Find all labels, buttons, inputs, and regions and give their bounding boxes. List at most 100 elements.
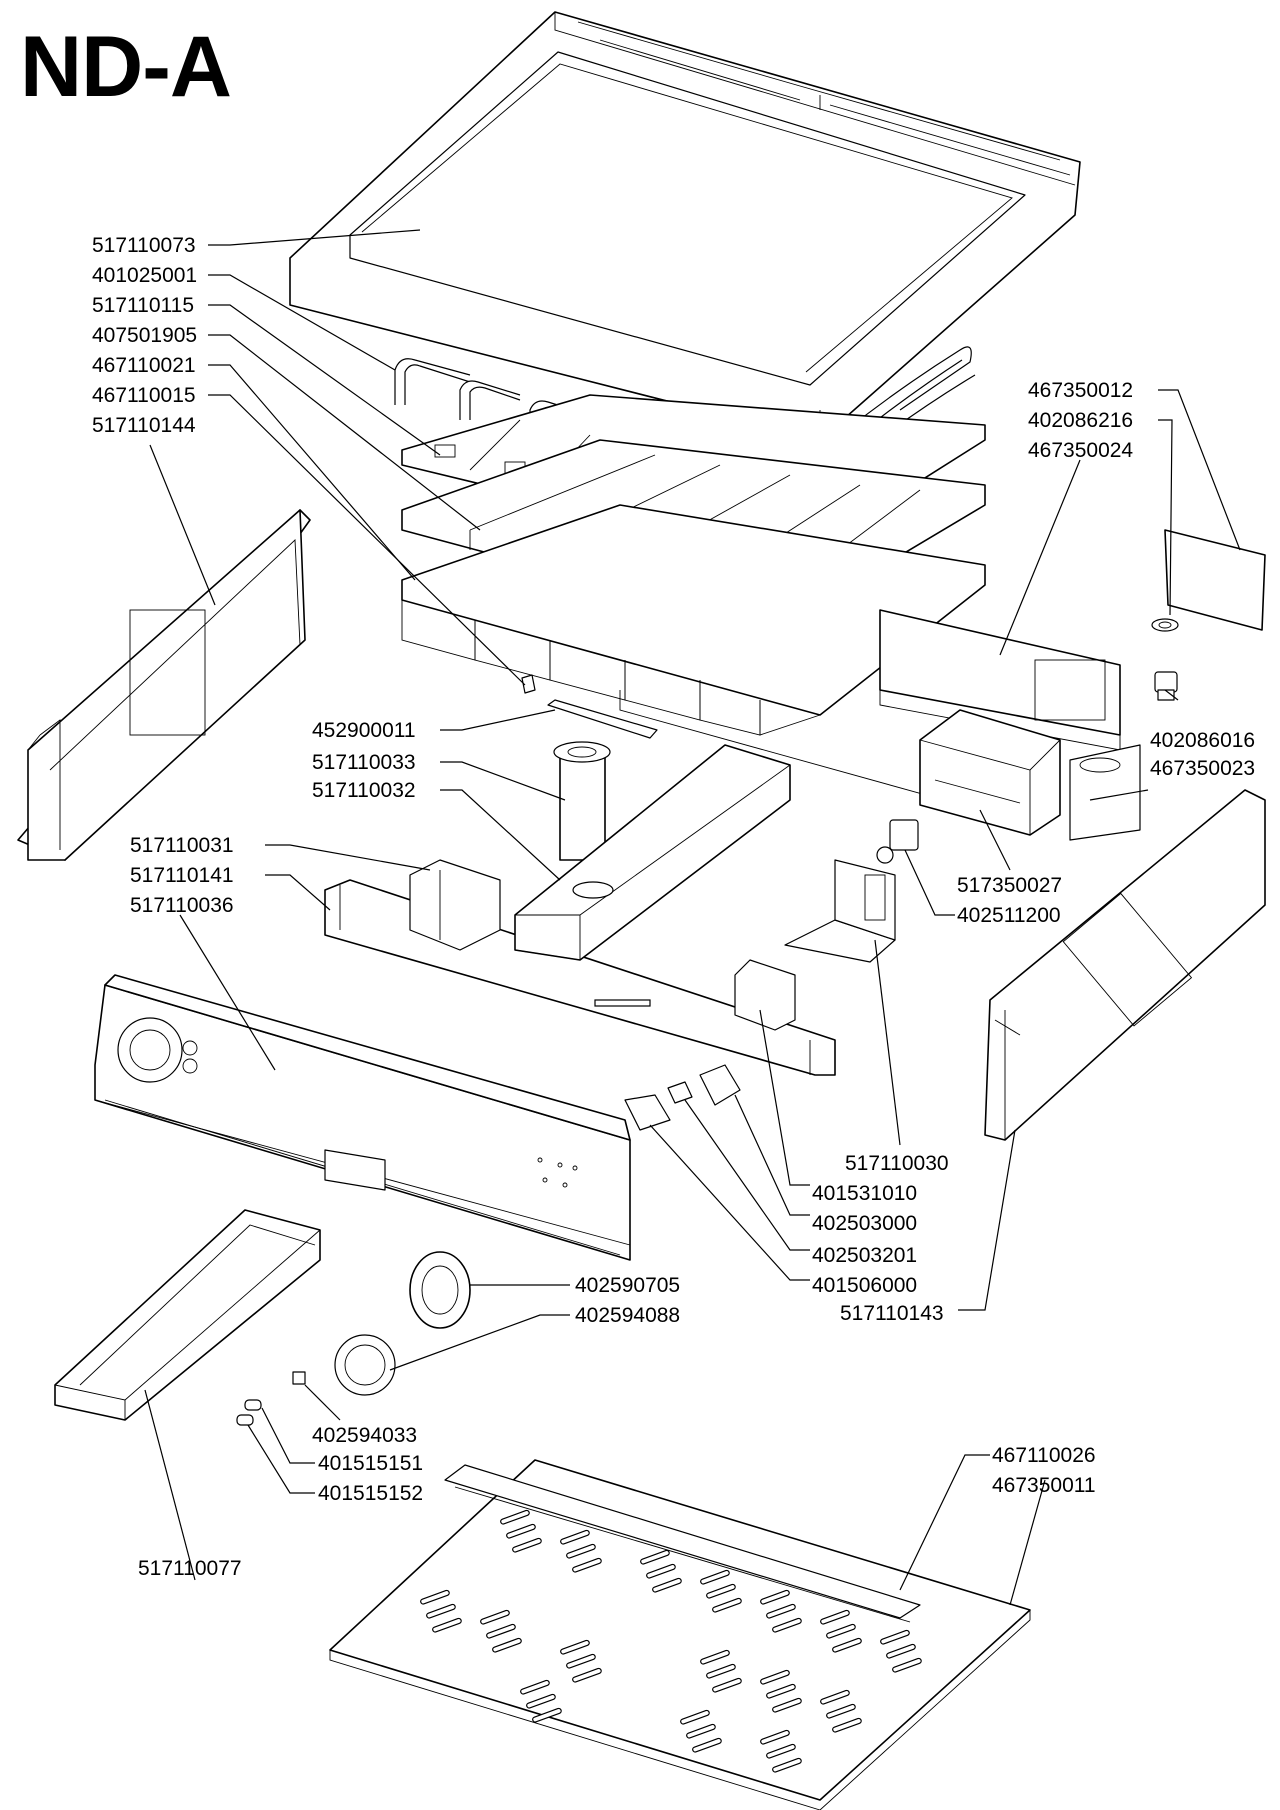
- vent-slot: [826, 1623, 856, 1639]
- vent-slot: [532, 1707, 562, 1723]
- label-401025001: 401025001: [92, 264, 197, 287]
- label-452900011: 452900011: [312, 719, 416, 742]
- vent-slot: [712, 1677, 742, 1693]
- label-517110036: 517110036: [130, 894, 234, 917]
- vent-slot: [560, 1639, 590, 1655]
- vent-slot: [560, 1529, 590, 1545]
- vent-slot: [706, 1663, 736, 1679]
- clip-467110015: [521, 674, 536, 694]
- vent-slot: [766, 1603, 796, 1619]
- terminal-box: [1069, 744, 1141, 841]
- label-401531010: 401531010: [812, 1182, 917, 1205]
- cover-plate: [1164, 529, 1266, 631]
- vent-slot: [492, 1637, 522, 1653]
- side-panel-right: [984, 789, 1266, 1141]
- vent-slot: [486, 1623, 516, 1639]
- vent-slot: [500, 1509, 530, 1525]
- label-517110030: 517110030: [845, 1152, 949, 1175]
- label-467350012: 467350012: [1028, 379, 1133, 402]
- vent-slot: [772, 1757, 802, 1773]
- junction-box: [919, 709, 1061, 836]
- label-467110021: 467110021: [92, 354, 196, 377]
- contactor-top: [409, 859, 501, 951]
- vent-slot: [766, 1683, 796, 1699]
- vent-slot: [572, 1557, 602, 1573]
- contactor-right: [734, 959, 796, 1031]
- vent-slot: [766, 1743, 796, 1759]
- vent-slot: [760, 1589, 790, 1605]
- label-517110115: 517110115: [92, 294, 194, 317]
- switch-401531010: [699, 1064, 741, 1106]
- side-panel-left: [17, 509, 311, 861]
- top-plate: [289, 11, 1081, 441]
- label-517110073: 517110073: [92, 234, 196, 257]
- drip-drawer: [54, 1209, 321, 1421]
- nut: [292, 1371, 306, 1385]
- leader-lines: [144, 229, 1241, 1606]
- element-pan: [401, 504, 986, 811]
- vent-slot: [432, 1617, 462, 1633]
- contactor-bracket: [784, 859, 896, 963]
- back-panel: [879, 609, 1121, 751]
- front-control-panel: [94, 974, 631, 1261]
- label-517110031: 517110031: [130, 834, 234, 857]
- label-402086016: 402086016: [1150, 729, 1255, 752]
- vent-slot: [820, 1609, 850, 1625]
- control-knob: [409, 1251, 471, 1329]
- switch-402503000: [667, 1081, 693, 1104]
- vent-slot: [506, 1523, 536, 1539]
- front-rail: [444, 1464, 921, 1623]
- label-401515152: 401515152: [318, 1482, 423, 1505]
- vent-slot: [426, 1603, 456, 1619]
- thermostat-switch: [876, 819, 919, 864]
- knob-ring: [334, 1334, 396, 1396]
- vent-slot: [700, 1569, 730, 1585]
- vent-slot: [420, 1589, 450, 1605]
- vent-slot: [692, 1737, 722, 1753]
- label-517110032: 517110032: [312, 779, 416, 802]
- vent-slot: [566, 1653, 596, 1669]
- label-467110015: 467110015: [92, 384, 196, 407]
- vent-slot: [680, 1709, 710, 1725]
- part-labels: 517110073 401025001 517110115 407501905 …: [92, 234, 1255, 1580]
- vent-slot: [646, 1563, 676, 1579]
- vent-slot: [526, 1693, 556, 1709]
- label-467350011: 467350011: [992, 1474, 1096, 1497]
- bottom-plate: [329, 1459, 1031, 1810]
- label-402503201: 402503201: [812, 1244, 917, 1267]
- label-402086216: 402086216: [1028, 409, 1133, 432]
- vent-slot: [652, 1577, 682, 1593]
- cable-gland: [1154, 671, 1178, 701]
- vent-slot: [760, 1669, 790, 1685]
- vent-slot: [832, 1637, 862, 1653]
- label-467110026: 467110026: [992, 1444, 1096, 1467]
- vent-slot: [712, 1597, 742, 1613]
- vent-slot: [820, 1689, 850, 1705]
- diagram-title: ND-A: [20, 19, 232, 115]
- vent-slot: [700, 1649, 730, 1665]
- label-402594033: 402594033: [312, 1424, 417, 1447]
- washer: [1151, 618, 1179, 632]
- label-401506000: 401506000: [812, 1274, 917, 1297]
- label-401515151: 401515151: [318, 1452, 423, 1475]
- chimney-tube: [553, 741, 611, 861]
- label-517110144: 517110144: [92, 414, 196, 437]
- label-517110077: 517110077: [138, 1557, 242, 1580]
- indicator-lamps: [236, 1399, 262, 1426]
- label-402511200: 402511200: [957, 904, 1061, 927]
- label-517110033: 517110033: [312, 751, 416, 774]
- vent-slot: [886, 1643, 916, 1659]
- vent-slot: [880, 1629, 910, 1645]
- label-517350027: 517350027: [957, 874, 1062, 897]
- vent-slot: [826, 1703, 856, 1719]
- label-407501905: 407501905: [92, 324, 197, 347]
- vent-slot: [520, 1679, 550, 1695]
- vent-slot: [480, 1609, 510, 1625]
- switch-401506000: [624, 1094, 671, 1131]
- label-517110143: 517110143: [840, 1302, 944, 1325]
- bottom-vent-slots: [420, 1509, 922, 1773]
- label-402503000: 402503000: [812, 1212, 917, 1235]
- vent-slot: [640, 1549, 670, 1565]
